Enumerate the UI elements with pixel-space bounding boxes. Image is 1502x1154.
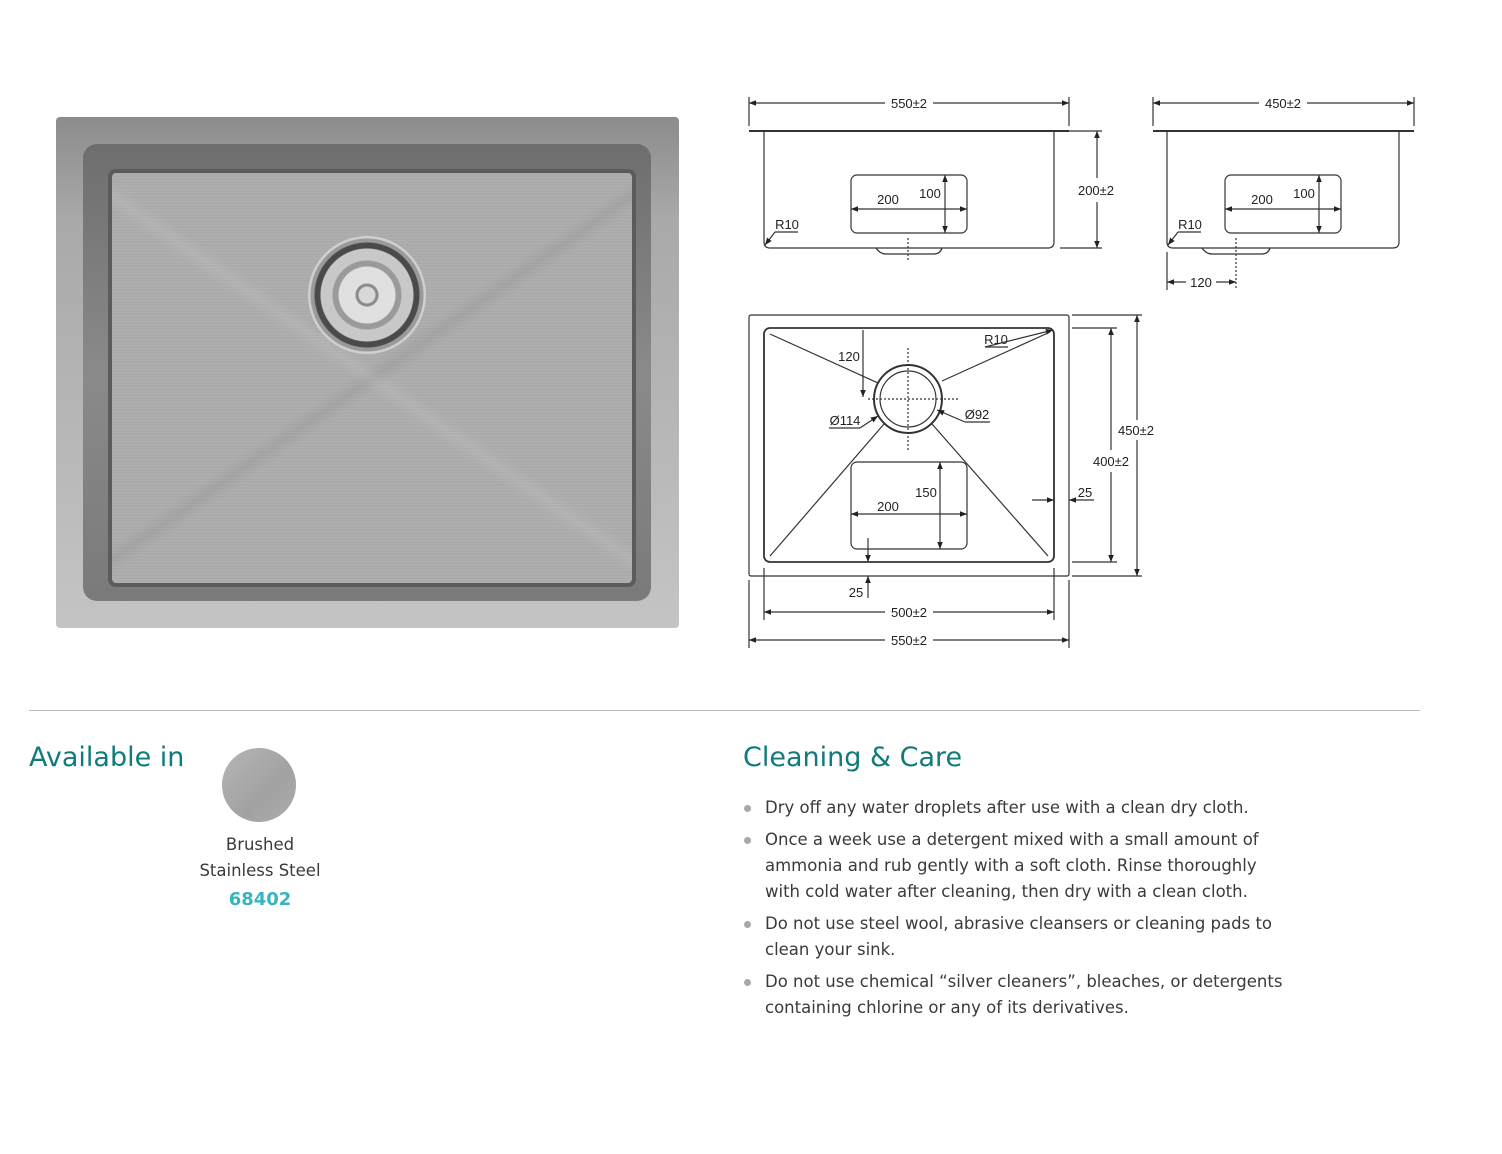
front-height-label: 200±2 [1078,183,1114,198]
product-code: 68402 [228,889,292,910]
plan-outer-diameter-label: Ø114 [830,413,861,428]
cleaning-care-heading: Cleaning & Care [743,742,963,773]
drain-waste-icon [308,236,426,354]
plan-view-drawing [748,314,1142,648]
plan-radius-label: R10 [984,332,1008,347]
plan-drain-offset-label: 120 [838,349,860,364]
side-drain-offset-label: 120 [1190,275,1212,290]
bullet-icon [744,979,751,986]
care-item-text: Do not use steel wool, abrasive cleanser… [765,914,1273,959]
plan-recess-width-label: 200 [877,499,899,514]
front-radius-label: R10 [775,217,799,232]
list-item: Once a week use a detergent mixed with a… [743,827,1283,905]
plan-bottom-margin-label: 25 [849,585,863,600]
finish-name-line2: Stainless Steel [199,861,321,880]
care-item-text: Once a week use a detergent mixed with a… [765,830,1259,901]
plan-outer-width-label: 550±2 [891,633,927,648]
sink-product-photo [56,117,679,628]
technical-drawings: 550±2 200 100 R10 200±2 450±2 200 100 R1… [748,96,1415,648]
plan-inner-width-label: 500±2 [891,605,927,620]
list-item: Do not use steel wool, abrasive cleanser… [743,911,1283,963]
plan-inner-length-label: 400±2 [1093,454,1129,469]
plan-side-margin-label: 25 [1078,485,1092,500]
list-item: Dry off any water droplets after use wit… [743,795,1283,821]
side-radius-label: R10 [1178,217,1202,232]
care-item-text: Dry off any water droplets after use wit… [765,798,1249,817]
side-recess-width-label: 200 [1251,192,1273,207]
front-width-label: 550±2 [891,96,927,111]
front-recess-width-label: 200 [877,192,899,207]
available-in-heading: Available in [29,742,185,773]
side-recess-height-label: 100 [1293,186,1315,201]
finish-name-line1: Brushed [225,835,295,854]
bullet-icon [744,837,751,844]
section-divider [29,710,1420,711]
list-item: Do not use chemical “silver cleaners”, b… [743,969,1283,1021]
bullet-icon [744,805,751,812]
care-item-text: Do not use chemical “silver cleaners”, b… [765,972,1283,1017]
side-view-drawing [1152,97,1415,290]
front-view-drawing [748,97,1102,262]
bullet-icon [744,921,751,928]
plan-outer-length-label: 450±2 [1118,423,1154,438]
finish-swatch [222,748,296,822]
side-width-label: 450±2 [1265,96,1301,111]
front-recess-height-label: 100 [919,186,941,201]
plan-recess-height-label: 150 [915,485,937,500]
care-list: Dry off any water droplets after use wit… [743,795,1283,1027]
plan-inner-diameter-label: Ø92 [965,407,990,422]
